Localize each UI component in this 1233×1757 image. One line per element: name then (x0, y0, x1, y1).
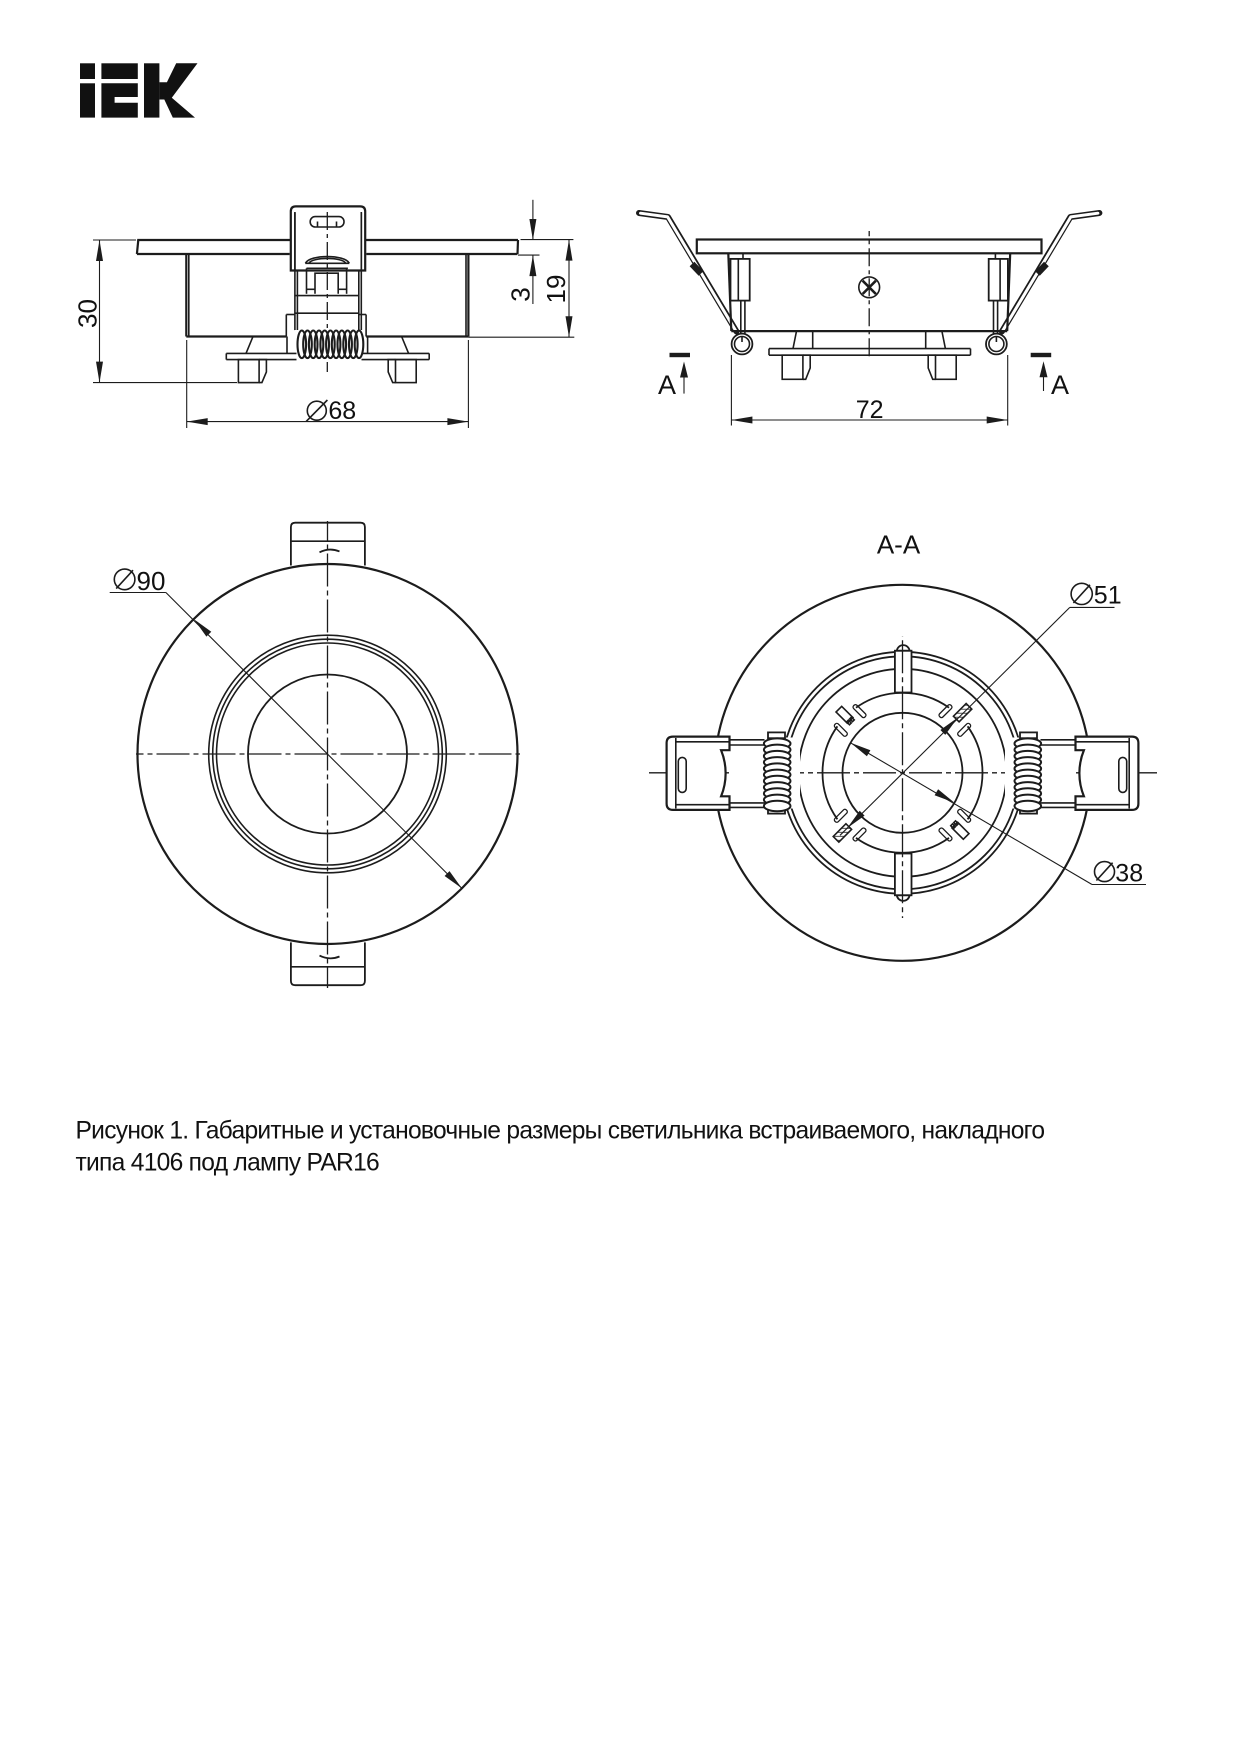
svg-text:90: 90 (137, 566, 166, 596)
svg-text:A: A (658, 370, 676, 400)
svg-text:A: A (1051, 370, 1069, 400)
svg-text:68: 68 (328, 397, 356, 425)
svg-text:19: 19 (541, 275, 571, 304)
svg-text:A-A: A-A (877, 530, 921, 560)
svg-text:38: 38 (1115, 860, 1143, 888)
svg-text:30: 30 (73, 299, 103, 328)
svg-text:типа 4106 под лампу PAR16: типа 4106 под лампу PAR16 (76, 1150, 380, 1177)
svg-text:72: 72 (856, 396, 884, 424)
svg-text:Рисунок 1. Габаритные и устано: Рисунок 1. Габаритные и установочные раз… (76, 1117, 1045, 1144)
svg-text:51: 51 (1094, 582, 1122, 610)
svg-text:3: 3 (506, 287, 536, 301)
